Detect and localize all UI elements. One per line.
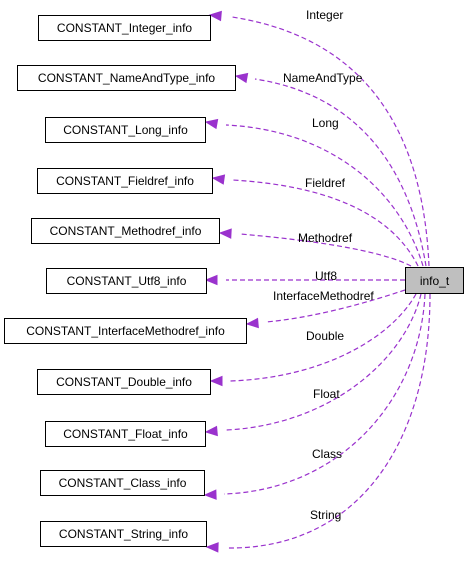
edge-line: [225, 124, 424, 267]
node-label-float: CONSTANT_Float_info: [63, 427, 188, 441]
edge-label-string: String: [310, 508, 341, 522]
node-imethodref[interactable]: CONSTANT_InterfaceMethodref_info: [4, 318, 247, 344]
edge-utf8: [204, 274, 405, 286]
edge-label-float: Float: [313, 387, 340, 401]
node-label-class: CONSTANT_Class_info: [59, 476, 187, 490]
edge-line: [265, 289, 406, 323]
node-integer[interactable]: CONSTANT_Integer_info: [38, 15, 211, 41]
node-label-info-t: info_t: [420, 274, 450, 288]
edge-line: [229, 293, 417, 382]
edge-fieldref: [211, 174, 419, 267]
node-double[interactable]: CONSTANT_Double_info: [37, 369, 211, 395]
edge-labels-layer: IntegerNameAndTypeLongFieldrefMethodrefU…: [273, 8, 374, 522]
edge-label-long: Long: [312, 116, 339, 130]
node-label-long: CONSTANT_Long_info: [63, 123, 188, 137]
arrowhead-icon: [204, 274, 218, 286]
edge-float: [204, 293, 422, 437]
edges-layer: [203, 10, 431, 553]
edge-double: [209, 293, 417, 387]
edge-label-utf8: Utf8: [315, 269, 337, 283]
arrowhead-icon: [204, 118, 219, 130]
node-label-nameandtype: CONSTANT_NameAndType_info: [38, 71, 216, 85]
node-box: [40, 521, 207, 547]
edge-line: [223, 293, 426, 495]
edge-label-integer: Integer: [306, 8, 343, 22]
node-label-utf8: CONSTANT_Utf8_info: [67, 274, 187, 288]
node-label-integer: CONSTANT_Integer_info: [57, 21, 192, 35]
edge-line: [231, 16, 430, 267]
arrowhead-icon: [205, 542, 219, 553]
edge-line: [231, 179, 419, 267]
node-long[interactable]: CONSTANT_Long_info: [45, 117, 206, 143]
edge-integer: [208, 10, 430, 267]
edge-label-methodref: Methodref: [298, 231, 353, 245]
node-box: [46, 268, 207, 294]
edge-line: [254, 78, 427, 267]
edge-long: [204, 118, 424, 267]
arrowhead-icon: [204, 425, 218, 437]
arrowhead-icon: [211, 174, 226, 185]
node-utf8[interactable]: CONSTANT_Utf8_info: [46, 268, 207, 294]
node-fieldref[interactable]: CONSTANT_Fieldref_info: [37, 168, 213, 194]
edge-class: [203, 293, 426, 500]
node-box: [17, 65, 236, 91]
edge-line: [225, 293, 422, 431]
node-box: [4, 318, 247, 344]
arrowhead-icon: [245, 317, 259, 329]
node-class[interactable]: CONSTANT_Class_info: [40, 470, 205, 496]
edge-line: [239, 233, 412, 267]
node-box: [37, 168, 213, 194]
arrowhead-icon: [208, 10, 222, 22]
arrowhead-icon: [218, 228, 232, 239]
edge-line: [225, 293, 431, 549]
node-box: [405, 267, 464, 294]
node-box: [31, 218, 220, 244]
node-label-fieldref: CONSTANT_Fieldref_info: [56, 174, 194, 188]
edge-label-double: Double: [306, 329, 344, 343]
node-label-imethodref: CONSTANT_InterfaceMethodref_info: [26, 324, 225, 338]
arrowhead-icon: [209, 375, 223, 387]
edge-label-fieldref: Fieldref: [305, 176, 346, 190]
edge-label-class: Class: [312, 447, 342, 461]
node-label-string: CONSTANT_String_info: [59, 527, 188, 541]
nodes-layer: CONSTANT_Integer_infoCONSTANT_NameAndTyp…: [4, 15, 464, 547]
edge-imethodref: [245, 289, 406, 329]
edge-nameandtype: [234, 72, 427, 267]
node-box: [37, 369, 211, 395]
node-float[interactable]: CONSTANT_Float_info: [45, 421, 206, 447]
edge-string: [205, 293, 431, 553]
node-nameandtype[interactable]: CONSTANT_NameAndType_info: [17, 65, 236, 91]
node-box: [45, 421, 206, 447]
edge-label-nameandtype: NameAndType: [283, 71, 363, 85]
node-info-t[interactable]: info_t: [405, 267, 464, 294]
edge-methodref: [218, 228, 412, 267]
node-methodref[interactable]: CONSTANT_Methodref_info: [31, 218, 220, 244]
node-label-methodref: CONSTANT_Methodref_info: [50, 224, 202, 238]
edge-label-imethodref: InterfaceMethodref: [273, 289, 374, 303]
arrowhead-icon: [203, 489, 217, 500]
node-box: [40, 470, 205, 496]
arrowhead-icon: [234, 72, 249, 84]
node-box: [45, 117, 206, 143]
node-label-double: CONSTANT_Double_info: [56, 375, 192, 389]
node-string[interactable]: CONSTANT_String_info: [40, 521, 207, 547]
node-box: [38, 15, 211, 41]
